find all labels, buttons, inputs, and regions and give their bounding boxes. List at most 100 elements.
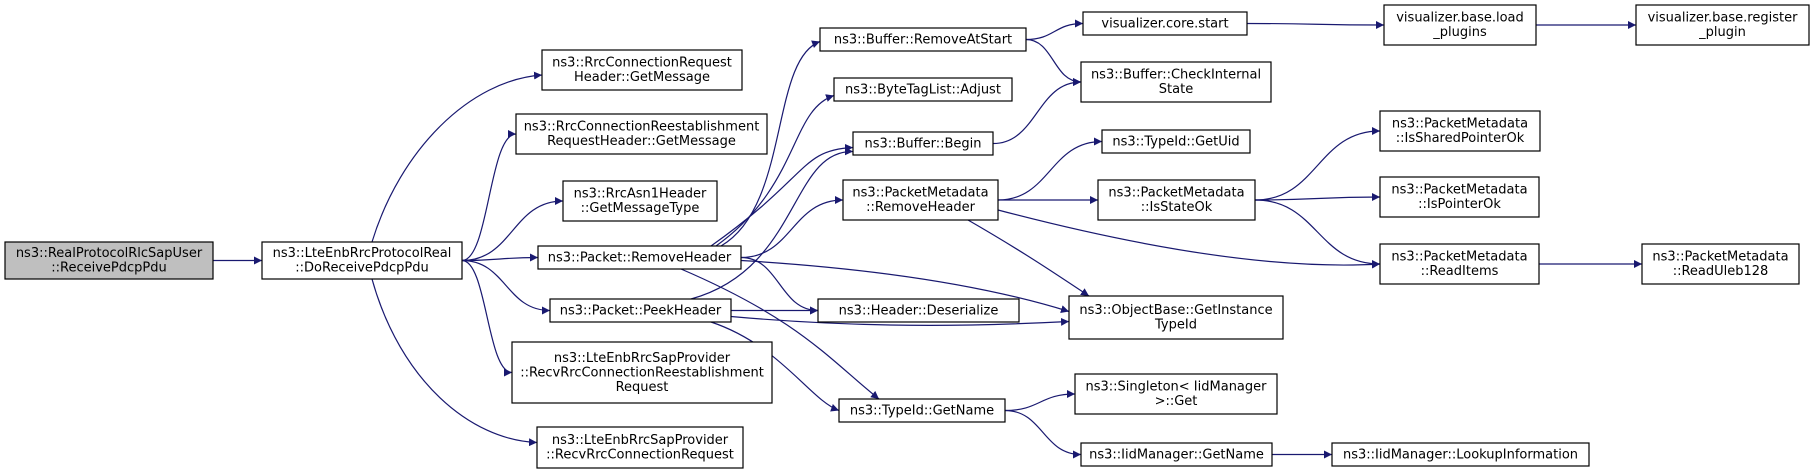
node-removeheader[interactable]: ns3::Packet::RemoveHeader: [537, 245, 742, 270]
edge-removeatstart-to-checkinternal: [1025, 38, 1082, 86]
node-label-line: ns3::Header::Deserialize: [839, 303, 999, 318]
node-label-line: ns3::ObjectBase::GetInstance: [1079, 303, 1272, 318]
node-label-line: ns3::PacketMetadata: [1391, 183, 1527, 198]
node-label-line: ::IsStateOk: [1141, 200, 1213, 215]
node-adjust[interactable]: ns3::ByteTagList::Adjust: [833, 77, 1013, 102]
edge-getname-to-iid_getname: [1004, 409, 1082, 459]
node-vis_load[interactable]: visualizer.base.load_plugins: [1383, 4, 1537, 46]
node-removeatstart[interactable]: ns3::Buffer::RemoveAtStart: [819, 27, 1027, 52]
node-singleton[interactable]: ns3::Singleton< IidManager>::Get: [1074, 373, 1278, 415]
node-label-line: _plugins: [1432, 25, 1487, 40]
node-readuleb[interactable]: ns3::PacketMetadata::ReadUleb128: [1641, 243, 1800, 285]
node-label-line: ns3::LteEnbRrcSapProvider: [554, 351, 731, 366]
edge-line: [690, 147, 854, 300]
node-vis_register[interactable]: visualizer.base.register_plugin: [1635, 4, 1810, 46]
node-label-line: ::IsSharedPointerOk: [1396, 131, 1525, 146]
node-box: [1641, 243, 1800, 285]
node-box: [1082, 11, 1248, 36]
edge-isstateok-to-issharedptr: [1254, 127, 1381, 201]
node-box: [536, 426, 744, 469]
node-label-line: ns3::Singleton< IidManager: [1085, 380, 1267, 395]
node-getname[interactable]: ns3::TypeId::GetName: [838, 398, 1006, 423]
edge-doreceive-to-peekheader: [461, 259, 551, 315]
edge-line: [680, 268, 880, 400]
node-recvreest[interactable]: ns3::LteEnbRrcSapProvider::RecvRrcConnec…: [511, 341, 773, 404]
node-asn1[interactable]: ns3::RrcAsn1Header::GetMessageType: [562, 180, 718, 222]
node-issharedptr[interactable]: ns3::PacketMetadata::IsSharedPointerOk: [1379, 110, 1541, 152]
node-label-line: ns3::TypeId::GetUid: [1112, 134, 1239, 149]
node-box: [819, 27, 1027, 52]
node-root[interactable]: ns3::RealProtocolRlcSapUser::ReceivePdcp…: [4, 241, 214, 280]
edges-layer: [212, 19, 1642, 459]
node-label-line: RequestHeader::GetMessage: [547, 134, 736, 149]
node-label-line: ::ReadItems: [1421, 264, 1499, 279]
node-begin[interactable]: ns3::Buffer::Begin: [852, 131, 994, 156]
node-box: [1097, 179, 1256, 221]
node-lookup[interactable]: ns3::IidManager::LookupInformation: [1331, 442, 1590, 467]
node-iid_getname[interactable]: ns3::IidManager::GetName: [1080, 442, 1273, 467]
edge-doreceive-to-rrcconnreq: [371, 71, 543, 243]
node-box: [838, 398, 1006, 423]
node-box: [833, 77, 1013, 102]
edge-doreceive-to-recvreest: [461, 259, 513, 377]
edge-line: [997, 137, 1103, 201]
node-doreceive[interactable]: ns3::LteEnbRrcProtocolReal::DoReceivePdc…: [261, 241, 463, 280]
node-box: [541, 49, 743, 91]
node-label-line: Request: [616, 380, 669, 395]
node-getuid[interactable]: ns3::TypeId::GetUid: [1101, 129, 1251, 154]
node-box: [1379, 110, 1541, 152]
edge-line: [740, 256, 819, 315]
edge-line: [1246, 20, 1385, 29]
edge-line: [1254, 199, 1381, 268]
node-label-line: ::RecvRrcConnectionReestablishment: [520, 365, 764, 380]
node-box: [261, 241, 463, 280]
edge-removeheader-to-getinstance: [740, 259, 1070, 313]
node-label-line: ::GetMessageType: [581, 201, 700, 216]
node-label-line: ns3::RrcConnectionReestablishment: [524, 120, 760, 135]
node-label-line: ::RecvRrcConnectionRequest: [546, 448, 734, 463]
node-isptr[interactable]: ns3::PacketMetadata::IsPointerOk: [1379, 176, 1540, 218]
node-label-line: visualizer.core.start: [1101, 16, 1228, 31]
node-label-line: TypeId: [1154, 318, 1197, 333]
edge-isstateok-to-isptr: [1254, 193, 1381, 202]
node-box: [852, 131, 994, 156]
node-vis_start[interactable]: visualizer.core.start: [1082, 11, 1248, 36]
node-label-line: ::DoReceivePdcpPdu: [295, 261, 428, 276]
node-box: [1080, 61, 1272, 103]
node-rrcreest[interactable]: ns3::RrcConnectionReestablishmentRequest…: [515, 113, 768, 155]
node-peekheader[interactable]: ns3::Packet::PeekHeader: [549, 298, 732, 323]
edge-line: [1254, 127, 1381, 201]
node-box: [1068, 295, 1284, 340]
edge-removeheader-to-begin: [710, 143, 854, 247]
node-box: [1379, 176, 1540, 218]
node-label-line: visualizer.base.register: [1648, 11, 1799, 26]
edge-line: [461, 197, 564, 262]
node-label-line: ns3::PacketMetadata: [1108, 186, 1244, 201]
node-readitems[interactable]: ns3::PacketMetadata::ReadItems: [1379, 243, 1540, 285]
node-recvreq[interactable]: ns3::LteEnbRrcSapProvider::RecvRrcConnec…: [536, 426, 744, 469]
node-label-line: ns3::IidManager::LookupInformation: [1343, 447, 1578, 462]
node-rrcconnreq[interactable]: ns3::RrcConnectionRequestHeader::GetMess…: [541, 49, 743, 91]
node-label-line: ::IsPointerOk: [1418, 197, 1501, 212]
edge-line: [461, 259, 513, 377]
edge-line: [1025, 38, 1082, 86]
node-deserialize[interactable]: ns3::Header::Deserialize: [817, 298, 1020, 323]
node-label-line: ns3::PacketMetadata: [1392, 117, 1528, 132]
edge-line: [371, 71, 543, 243]
node-pm_removeheader[interactable]: ns3::PacketMetadata::RemoveHeader: [842, 179, 999, 221]
edge-line: [720, 40, 821, 247]
node-box: [817, 298, 1020, 323]
edge-begin-to-checkinternal: [992, 78, 1082, 145]
node-box: [1331, 442, 1590, 467]
node-isstateok[interactable]: ns3::PacketMetadata::IsStateOk: [1097, 179, 1256, 221]
nodes-layer: ns3::RealProtocolRlcSapUser::ReceivePdcp…: [4, 4, 1810, 469]
node-label-line: ns3::RrcConnectionRequest: [552, 56, 732, 71]
edge-vis_start-to-vis_load: [1246, 20, 1385, 29]
node-label-line: >::Get: [1155, 394, 1198, 409]
node-box: [549, 298, 732, 323]
edge-line: [710, 321, 840, 412]
node-box: [4, 241, 214, 280]
